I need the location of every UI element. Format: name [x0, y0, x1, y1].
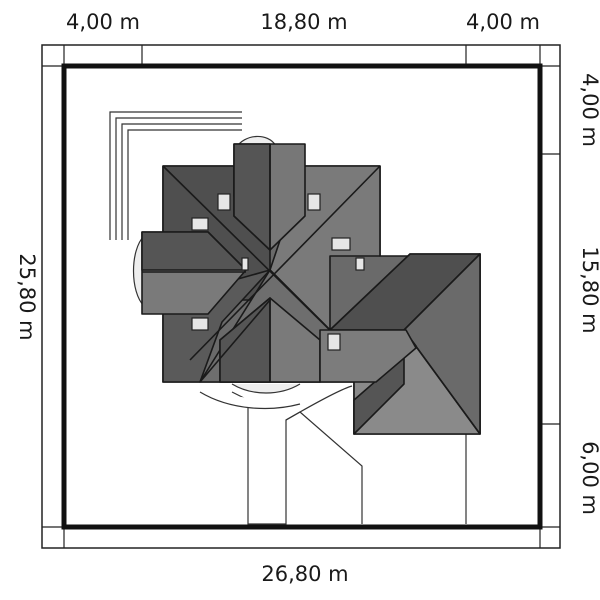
dimension-frame	[41, 44, 561, 549]
north-wing	[233, 143, 306, 251]
skylight	[241, 257, 249, 271]
skylight	[327, 333, 341, 351]
dim-top-middle: 18,80 m	[260, 10, 347, 34]
plot-boundary	[61, 63, 543, 530]
dim-bottom: 26,80 m	[261, 562, 348, 586]
bay-window-bottom	[231, 383, 301, 394]
dim-right-middle: 15,80 m	[578, 246, 600, 333]
skylights	[191, 193, 365, 351]
driveway	[199, 385, 467, 525]
skylight	[331, 237, 351, 251]
dim-right-top: 4,00 m	[578, 73, 600, 147]
roof-ridges	[162, 165, 381, 383]
skylight	[355, 257, 365, 271]
south-wing	[219, 297, 321, 383]
dim-left: 25,80 m	[15, 253, 39, 340]
dim-top-left: 4,00 m	[66, 10, 140, 34]
skylight	[307, 193, 321, 211]
west-wing	[141, 231, 247, 315]
skylight	[217, 193, 231, 211]
garage-link	[319, 329, 417, 383]
dim-right-bottom: 6,00 m	[578, 441, 600, 515]
skylight	[191, 317, 209, 331]
skylight	[191, 217, 209, 231]
terrace	[109, 111, 242, 240]
dim-top-right: 4,00 m	[466, 10, 540, 34]
